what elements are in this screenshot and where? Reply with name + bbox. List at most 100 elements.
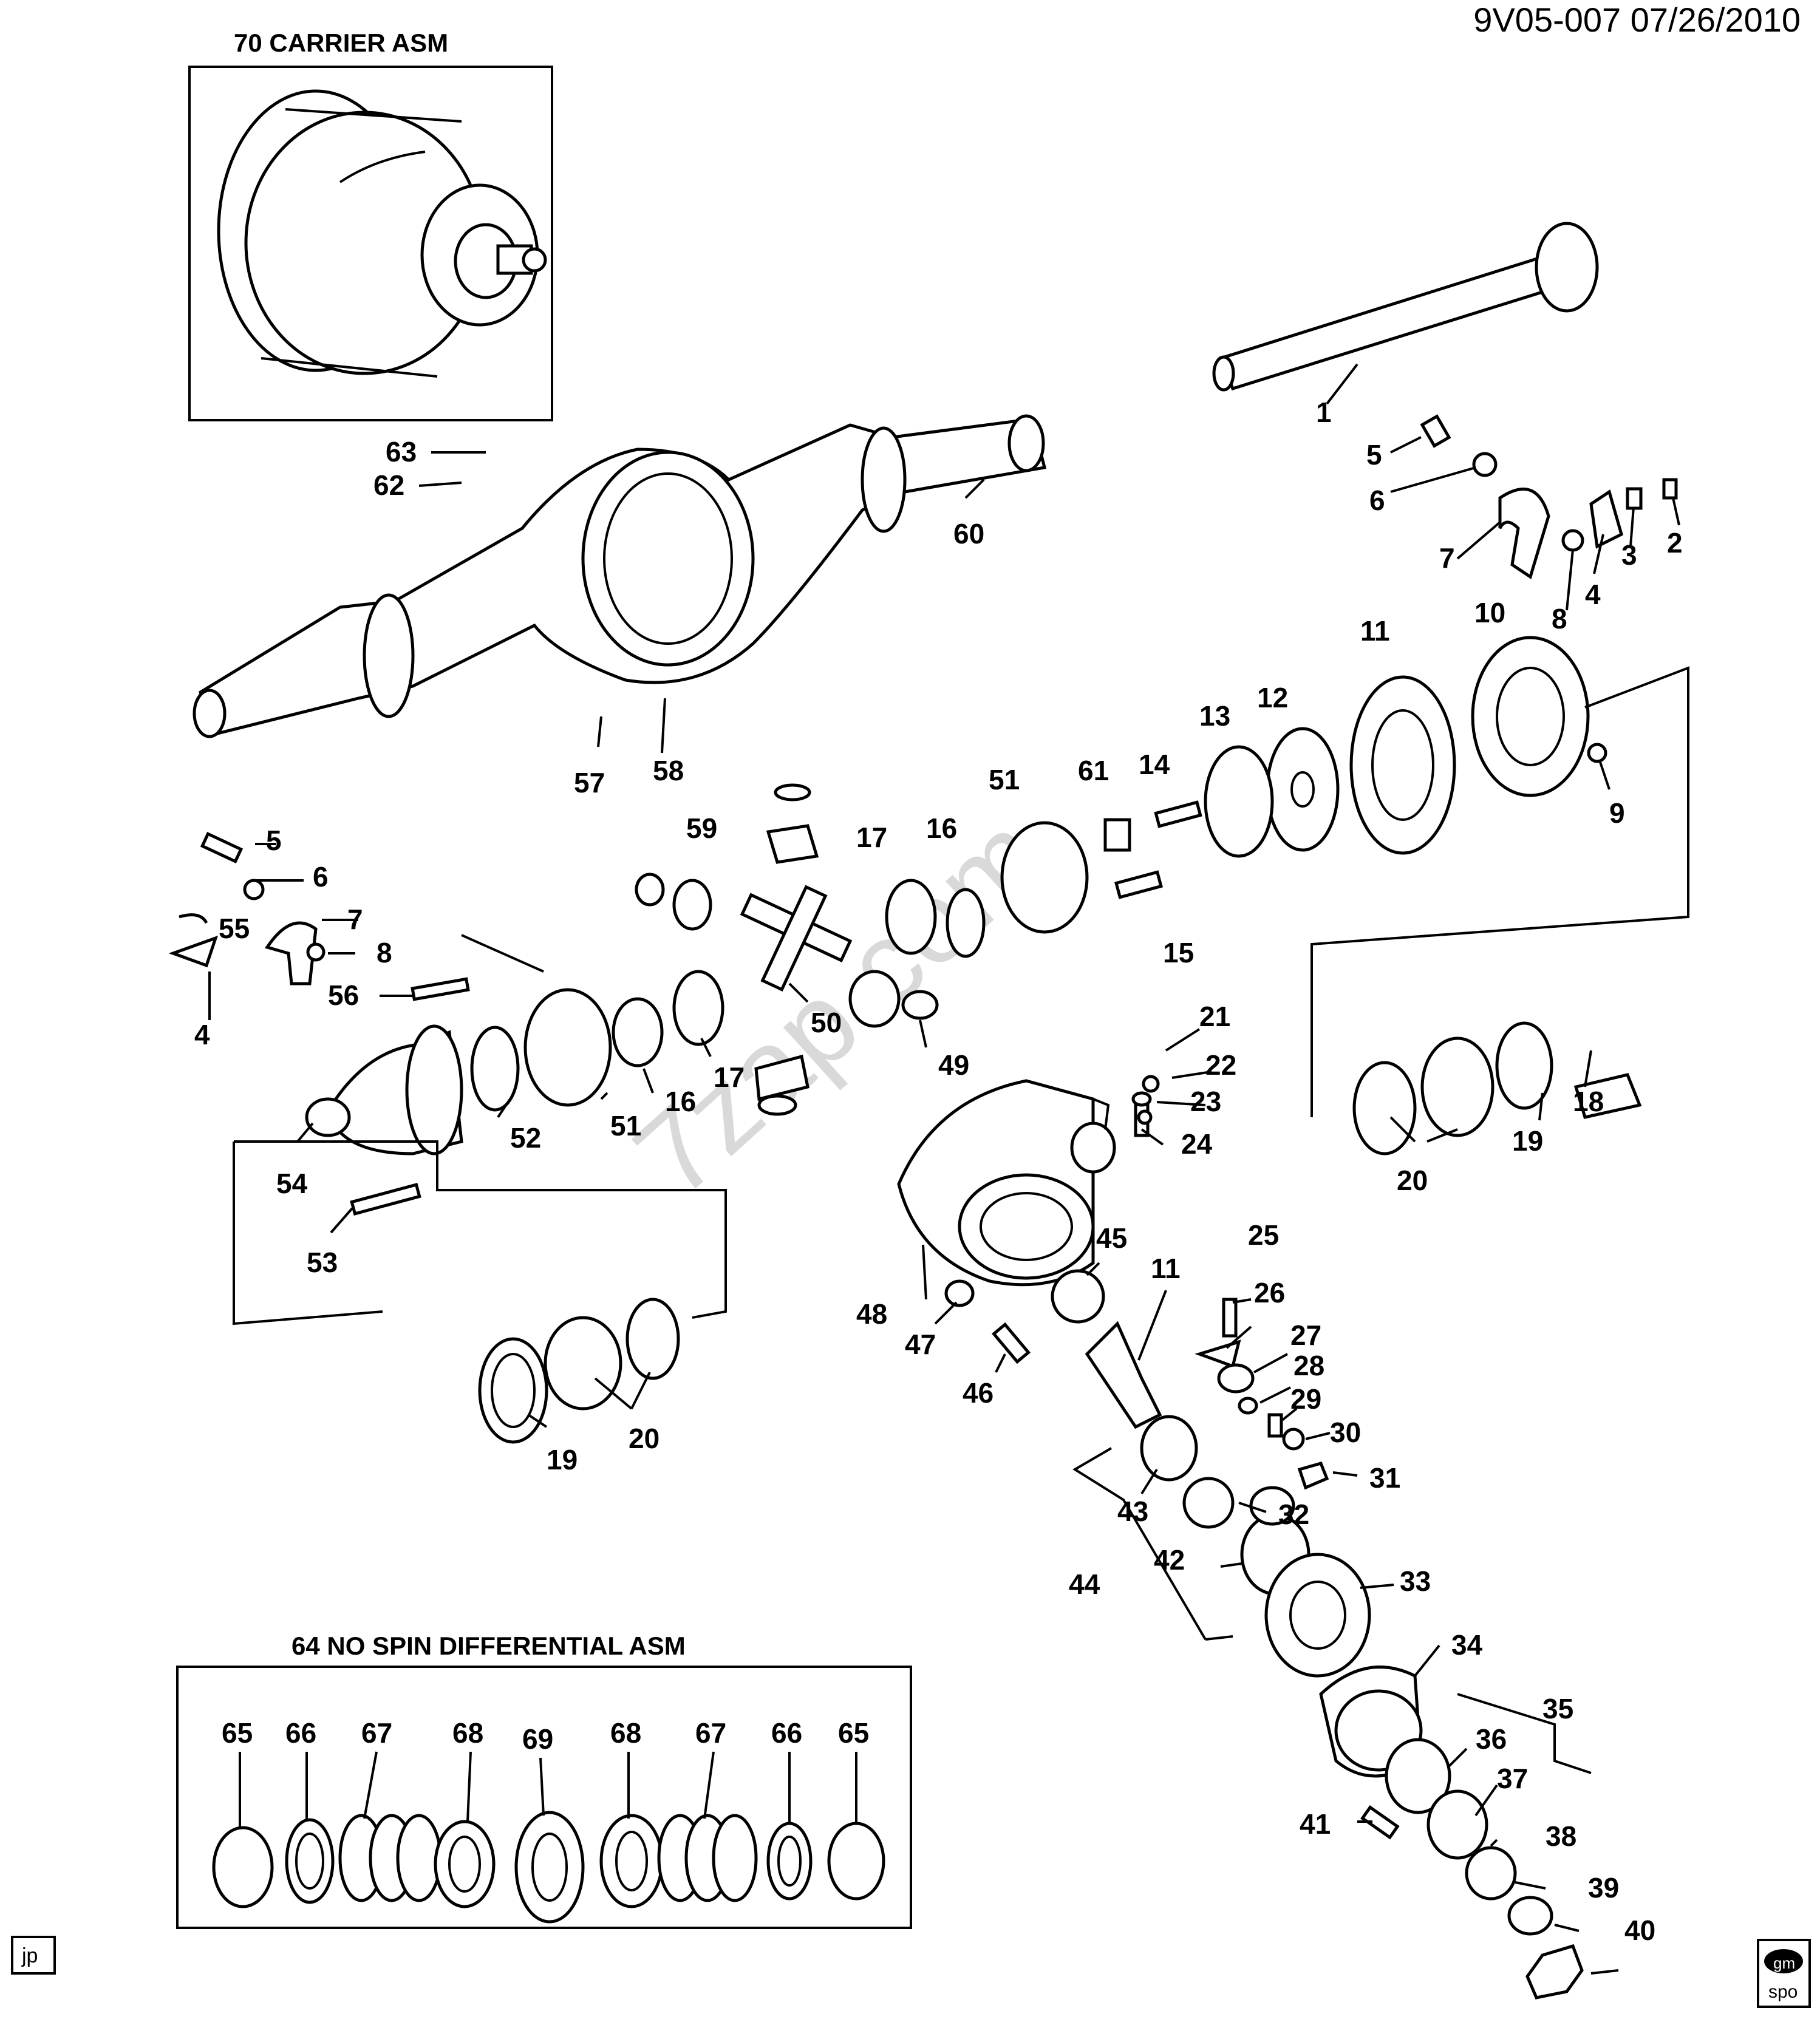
axle-housing	[193, 414, 1047, 738]
no-spin-callout: 65	[222, 1717, 253, 1749]
fasteners-21-24	[1131, 1075, 1160, 1137]
callout: 57	[574, 767, 605, 798]
callout: 6	[1369, 485, 1385, 516]
callout: 46	[963, 1377, 994, 1409]
callout: 20	[629, 1423, 659, 1454]
callout: 21	[1199, 1001, 1230, 1032]
callout: 19	[547, 1444, 578, 1475]
ring-gear-group	[1000, 636, 1607, 934]
callout: 49	[938, 1049, 969, 1081]
diagram-code: 9V05-007 07/26/2010	[1473, 1, 1801, 39]
carrier-assembly-drawing	[217, 89, 547, 378]
no-spin-callout: 68	[610, 1717, 641, 1749]
carrier-box-frame	[188, 66, 553, 421]
carrier-assembly-title: 70 CARRIER ASM	[234, 29, 448, 57]
callout: 11	[1151, 1253, 1181, 1284]
callout: 7	[1439, 542, 1455, 574]
logo-spo-text: spo	[1768, 1982, 1798, 2002]
bracket-lines	[233, 666, 1689, 1774]
no-spin-callout: 66	[771, 1717, 802, 1749]
callout: 34	[1451, 1629, 1483, 1661]
callout: 9	[1609, 797, 1625, 829]
fasteners-25-31	[1195, 1298, 1329, 1490]
bearings-right	[1352, 1021, 1642, 1155]
callout: 24	[1181, 1128, 1213, 1160]
callout: 5	[266, 825, 282, 856]
callout: 32	[1278, 1499, 1309, 1530]
callout: 6	[313, 861, 329, 893]
callout: 48	[856, 1298, 887, 1330]
callout: 20	[1397, 1165, 1428, 1196]
callout: 1	[1316, 396, 1332, 428]
no-spin-callout: 68	[452, 1717, 483, 1749]
callout: 5	[1366, 439, 1382, 471]
callout: 31	[1369, 1462, 1400, 1494]
pinion-group	[944, 1269, 1235, 1529]
callout: 11	[1360, 615, 1390, 647]
axle-shaft	[1212, 222, 1599, 392]
callout: 58	[653, 755, 684, 786]
callout: 47	[905, 1329, 936, 1360]
no-spin-callout: 67	[361, 1717, 392, 1749]
callout: 36	[1476, 1723, 1507, 1755]
callout: 53	[307, 1247, 338, 1278]
callout: 4	[194, 1019, 210, 1050]
callout: 28	[1293, 1350, 1324, 1381]
callout: 51	[989, 764, 1020, 795]
callout: 16	[926, 812, 957, 844]
callout: 41	[1300, 1808, 1331, 1840]
callout: 59	[686, 812, 717, 844]
no-spin-differential-title: 64 NO SPIN DIFFERENTIAL ASM	[291, 1632, 686, 1660]
callout: 17	[856, 822, 887, 853]
differential-case-left	[305, 977, 612, 1216]
callout: 55	[219, 913, 250, 944]
callout: 2	[1667, 527, 1683, 559]
callout: 43	[1117, 1496, 1148, 1527]
callout: 15	[1163, 937, 1194, 968]
callout: 60	[953, 518, 984, 550]
callout: 29	[1290, 1383, 1321, 1415]
callout: 23	[1190, 1086, 1221, 1117]
callout: 19	[1512, 1125, 1543, 1157]
callout: 62	[373, 469, 404, 501]
callout: 27	[1290, 1319, 1321, 1351]
callout: 16	[665, 1086, 696, 1117]
callout-numbers: 1 2 3 4 5 6 7 8 9 10 11 12 13 14 15 16 1…	[194, 396, 1683, 1946]
callout: 22	[1205, 1049, 1236, 1081]
callout: 37	[1497, 1763, 1528, 1794]
callout: 8	[1552, 603, 1567, 635]
no-spin-differential-box: 64 NO SPIN DIFFERENTIAL ASM	[176, 1632, 912, 1929]
no-spin-callout: 66	[285, 1717, 316, 1749]
callout: 39	[1588, 1872, 1619, 1904]
no-spin-callout: 69	[522, 1723, 553, 1755]
callout: 63	[386, 436, 417, 468]
carrier-housing	[897, 1079, 1116, 1287]
callout: 3	[1621, 539, 1637, 571]
callout: 51	[610, 1110, 641, 1142]
callout: 56	[328, 979, 359, 1011]
cap-parts-left	[168, 832, 325, 985]
callout: 30	[1330, 1417, 1361, 1448]
no-spin-callout: 67	[695, 1717, 726, 1749]
callout: 17	[714, 1061, 745, 1093]
logo-gm-text: gm	[1773, 1954, 1795, 1972]
callout: 42	[1154, 1544, 1185, 1576]
callout: 61	[1078, 755, 1109, 786]
carrier-assembly-box: 70 CARRIER ASM	[188, 29, 553, 421]
differential-gears-center	[612, 783, 986, 1116]
gm-spo-logo: gm spo	[1757, 1939, 1811, 2008]
callout: 50	[811, 1007, 842, 1038]
callout: 54	[276, 1168, 308, 1199]
callout: 12	[1257, 682, 1288, 713]
callout: 52	[510, 1122, 541, 1154]
callout: 18	[1573, 1086, 1604, 1117]
callout: 10	[1474, 597, 1505, 628]
callout: 45	[1096, 1222, 1127, 1254]
callout: 35	[1542, 1693, 1573, 1724]
callout: 44	[1069, 1568, 1100, 1600]
no-spin-parts-drawing	[212, 1811, 885, 1924]
no-spin-leaders	[239, 1751, 857, 1828]
bearings-left	[478, 1298, 680, 1444]
footer-tag: jp	[11, 1936, 56, 1975]
